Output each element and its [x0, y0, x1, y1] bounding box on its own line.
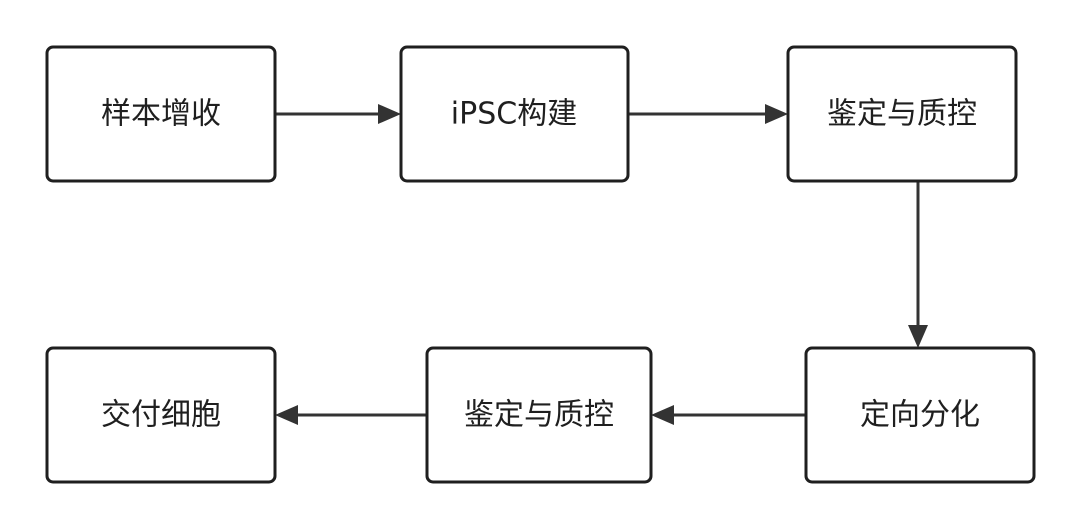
- node-identification-qc-1[interactable]: 鉴定与质控: [786, 45, 1018, 183]
- edge-qc-to-delivery: [275, 405, 427, 425]
- edge-differentiation-to-qc: [651, 405, 806, 425]
- node-box: [45, 346, 277, 484]
- node-cell-delivery[interactable]: 交付细胞: [45, 346, 277, 484]
- arrowhead-icon: [651, 405, 674, 425]
- node-label: 交付细胞: [101, 398, 221, 433]
- node-label: iPSC构建: [451, 97, 577, 132]
- node-label: 鉴定与质控: [464, 398, 614, 433]
- node-box: [425, 346, 653, 484]
- node-identification-qc-2[interactable]: 鉴定与质控: [425, 346, 653, 484]
- node-box: [786, 45, 1018, 183]
- node-directed-differentiation[interactable]: 定向分化: [804, 346, 1036, 484]
- node-box: [399, 45, 630, 183]
- arrowhead-icon: [378, 104, 401, 124]
- node-box: [45, 45, 277, 183]
- node-label: 样本增收: [101, 97, 221, 132]
- edge-sample-to-ipsc: [275, 104, 401, 124]
- node-label: 定向分化: [860, 398, 980, 433]
- arrowhead-icon: [275, 405, 298, 425]
- arrowhead-icon: [765, 104, 788, 124]
- edge-qc-to-differentiation: [908, 181, 928, 348]
- node-ipsc-construction[interactable]: iPSC构建: [399, 45, 630, 183]
- edge-ipsc-to-qc: [628, 104, 788, 124]
- node-box: [804, 346, 1036, 484]
- node-sample-receipt[interactable]: 样本增收: [45, 45, 277, 183]
- node-label: 鉴定与质控: [827, 97, 977, 132]
- arrowhead-icon: [908, 325, 928, 348]
